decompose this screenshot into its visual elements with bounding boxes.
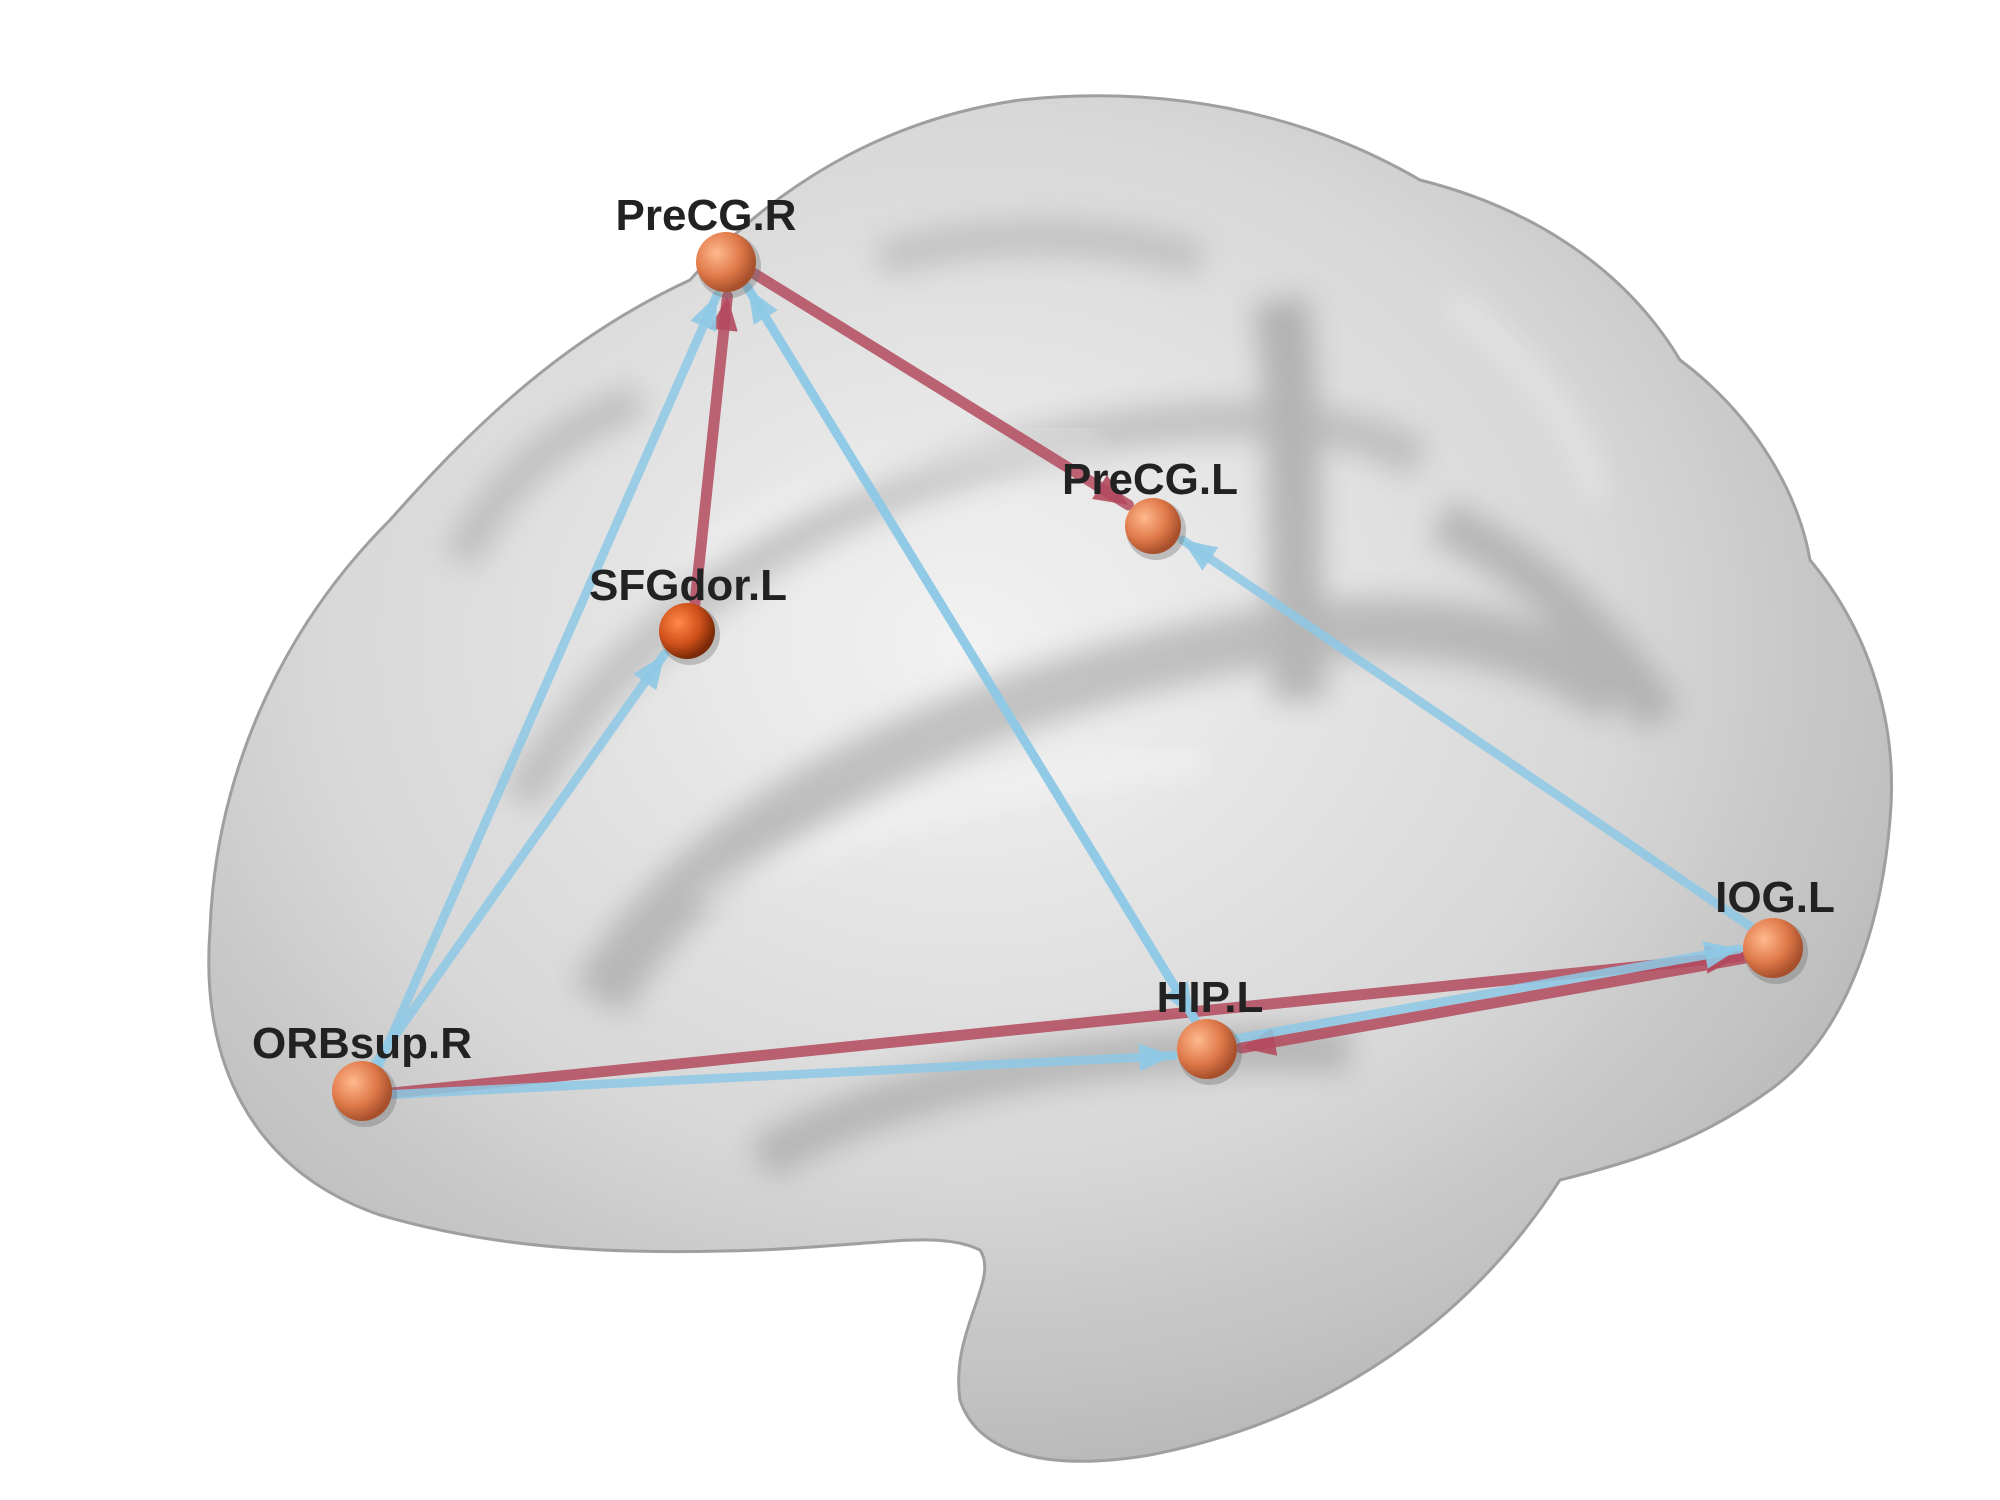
edge-arrowhead bbox=[690, 295, 717, 332]
node-label: HIP.L bbox=[1157, 973, 1264, 1022]
node-sphere bbox=[332, 1061, 392, 1121]
edge-orbsup-r-to-sfgdor-l bbox=[370, 649, 669, 1069]
node-label: PreCG.L bbox=[1062, 455, 1238, 504]
edge-line bbox=[689, 290, 733, 610]
edge-line bbox=[387, 1051, 1178, 1100]
edge-line bbox=[1231, 944, 1744, 1044]
node-label: SFGdor.L bbox=[589, 561, 787, 610]
edge-precg-r-to-hip-l bbox=[741, 280, 1199, 1022]
node-hip-l: HIP.L bbox=[1157, 973, 1264, 1085]
edge-sfgdor-l-to-precg-r bbox=[689, 290, 738, 610]
edge-orbsup-r-to-hip-l bbox=[387, 1043, 1178, 1100]
edge-iog-l-to-precg-l bbox=[1177, 535, 1756, 932]
node-sphere bbox=[1177, 1019, 1237, 1079]
node-iog-l: IOG.L bbox=[1715, 873, 1835, 984]
edge-hip-l-to-iog-l bbox=[1231, 941, 1744, 1044]
edges-layer bbox=[370, 268, 1756, 1100]
edge-line bbox=[1177, 535, 1756, 932]
edge-line bbox=[386, 950, 1746, 1099]
node-precg-l: PreCG.L bbox=[1062, 455, 1238, 560]
node-label: IOG.L bbox=[1715, 873, 1835, 922]
node-sphere bbox=[696, 232, 756, 292]
node-label: ORBsup.R bbox=[252, 1019, 472, 1068]
nodes-layer: PreCG.R PreCG.L SFGdor.L IOG.L HIP.L ORBsup.R bbox=[252, 191, 1835, 1127]
edge-line bbox=[741, 280, 1199, 1022]
edge-line bbox=[748, 268, 1134, 511]
node-precg-r: PreCG.R bbox=[616, 191, 797, 298]
edge-line bbox=[374, 290, 722, 1071]
node-sphere bbox=[1743, 918, 1803, 978]
edge-precg-r-to-precg-l bbox=[748, 268, 1134, 511]
edge-arrowhead bbox=[709, 296, 738, 332]
node-sphere bbox=[1125, 498, 1181, 554]
edge-line bbox=[1235, 952, 1750, 1054]
edge-arrowhead bbox=[1163, 981, 1194, 1018]
edge-arrowhead bbox=[633, 654, 665, 691]
edge-line bbox=[370, 649, 669, 1069]
node-sfgdor-l: SFGdor.L bbox=[589, 561, 787, 665]
edge-orbsup-r-to-precg-r bbox=[374, 290, 722, 1071]
edge-arrowhead bbox=[1092, 475, 1129, 505]
node-label: PreCG.R bbox=[616, 191, 797, 240]
edge-arrowhead bbox=[1702, 941, 1739, 969]
node-sphere bbox=[659, 603, 715, 659]
edge-arrowhead bbox=[1182, 539, 1219, 571]
node-orbsup-r: ORBsup.R bbox=[252, 1019, 472, 1127]
edge-arrowhead bbox=[1138, 1043, 1174, 1072]
